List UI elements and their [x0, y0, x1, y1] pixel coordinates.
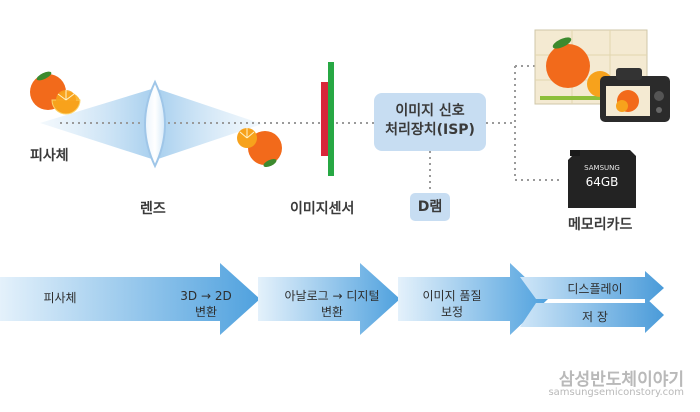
subject-orange-icon	[30, 71, 81, 115]
process-flow	[0, 263, 664, 335]
flow-step-2-label: 3D → 2D 변환	[180, 289, 232, 319]
flow-step-3-label: 아날로그 → 디지털 변환	[284, 289, 380, 319]
camera-icon	[600, 68, 670, 122]
lens-label: 렌즈	[140, 201, 166, 217]
image-sensor-green-bar	[328, 62, 334, 176]
image-sensor-label: 이미지센서	[290, 201, 355, 217]
light-beam-out	[155, 88, 262, 160]
flow-step-1-label: 피사체	[43, 291, 77, 305]
subject-label: 피사체	[30, 148, 69, 164]
brand-name: 삼성반도체이야기	[558, 370, 684, 390]
output-display-label: 디스플레이	[567, 282, 623, 296]
output-arrow-display	[520, 271, 664, 305]
flow-arrow-2	[258, 263, 400, 335]
optics-diagram: SAMSUNG 64GB	[30, 29, 670, 208]
lens-shape	[144, 79, 166, 169]
memory-card-brand: SAMSUNG	[584, 164, 620, 172]
memory-card-capacity: 64GB	[586, 175, 619, 189]
memory-card-label: 메모리카드	[568, 217, 633, 233]
flow-arrow-1	[0, 263, 260, 335]
isp-label-line1: 이미지 신호	[395, 103, 465, 119]
output-arrow-storage	[520, 297, 664, 333]
memory-card-icon: SAMSUNG 64GB	[568, 150, 636, 208]
isp-box: 이미지 신호 처리장치(ISP)	[374, 93, 486, 151]
flow-arrow-3	[398, 263, 548, 335]
flow-step-4-label: 이미지 품질 보정	[422, 289, 482, 319]
output-storage-label: 저 장	[582, 310, 608, 324]
brand-url: samsungsemiconstory.com	[548, 387, 684, 398]
isp-label-line2: 처리장치(ISP)	[385, 122, 475, 138]
dram-box: D램	[410, 193, 450, 221]
inverted-orange-icon	[237, 128, 282, 168]
image-sensor-red-bar	[321, 82, 328, 156]
